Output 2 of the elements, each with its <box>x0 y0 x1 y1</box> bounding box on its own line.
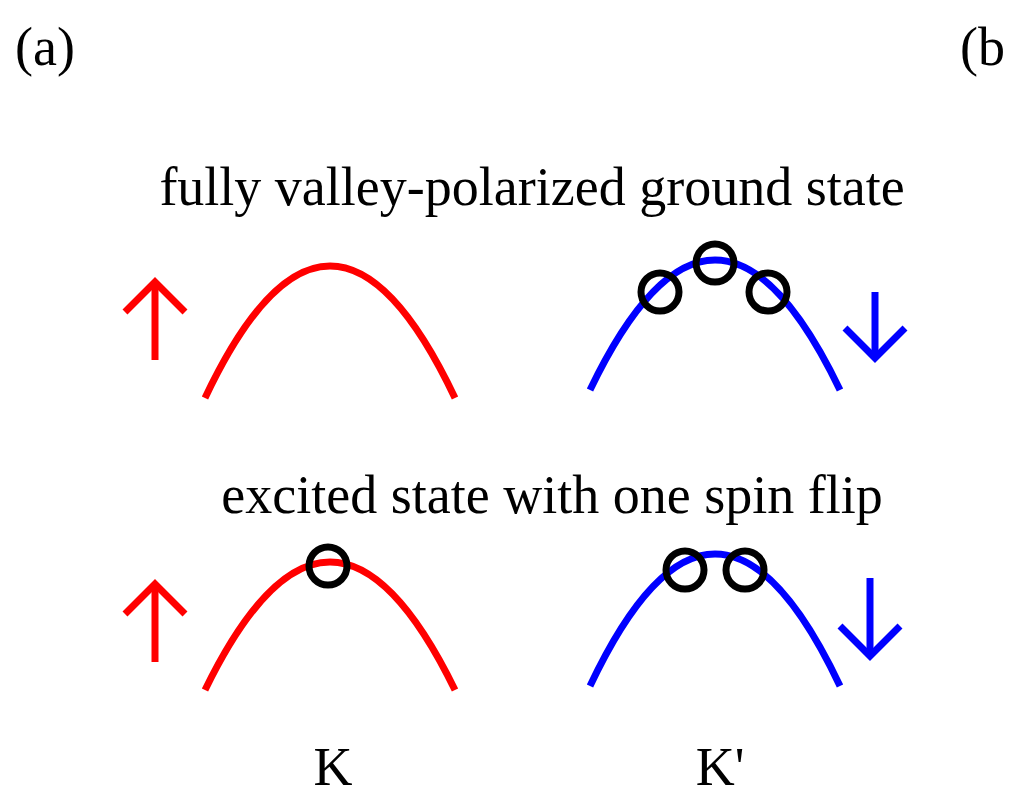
valley-label: K <box>313 740 353 794</box>
valley-label: K' <box>695 740 745 794</box>
